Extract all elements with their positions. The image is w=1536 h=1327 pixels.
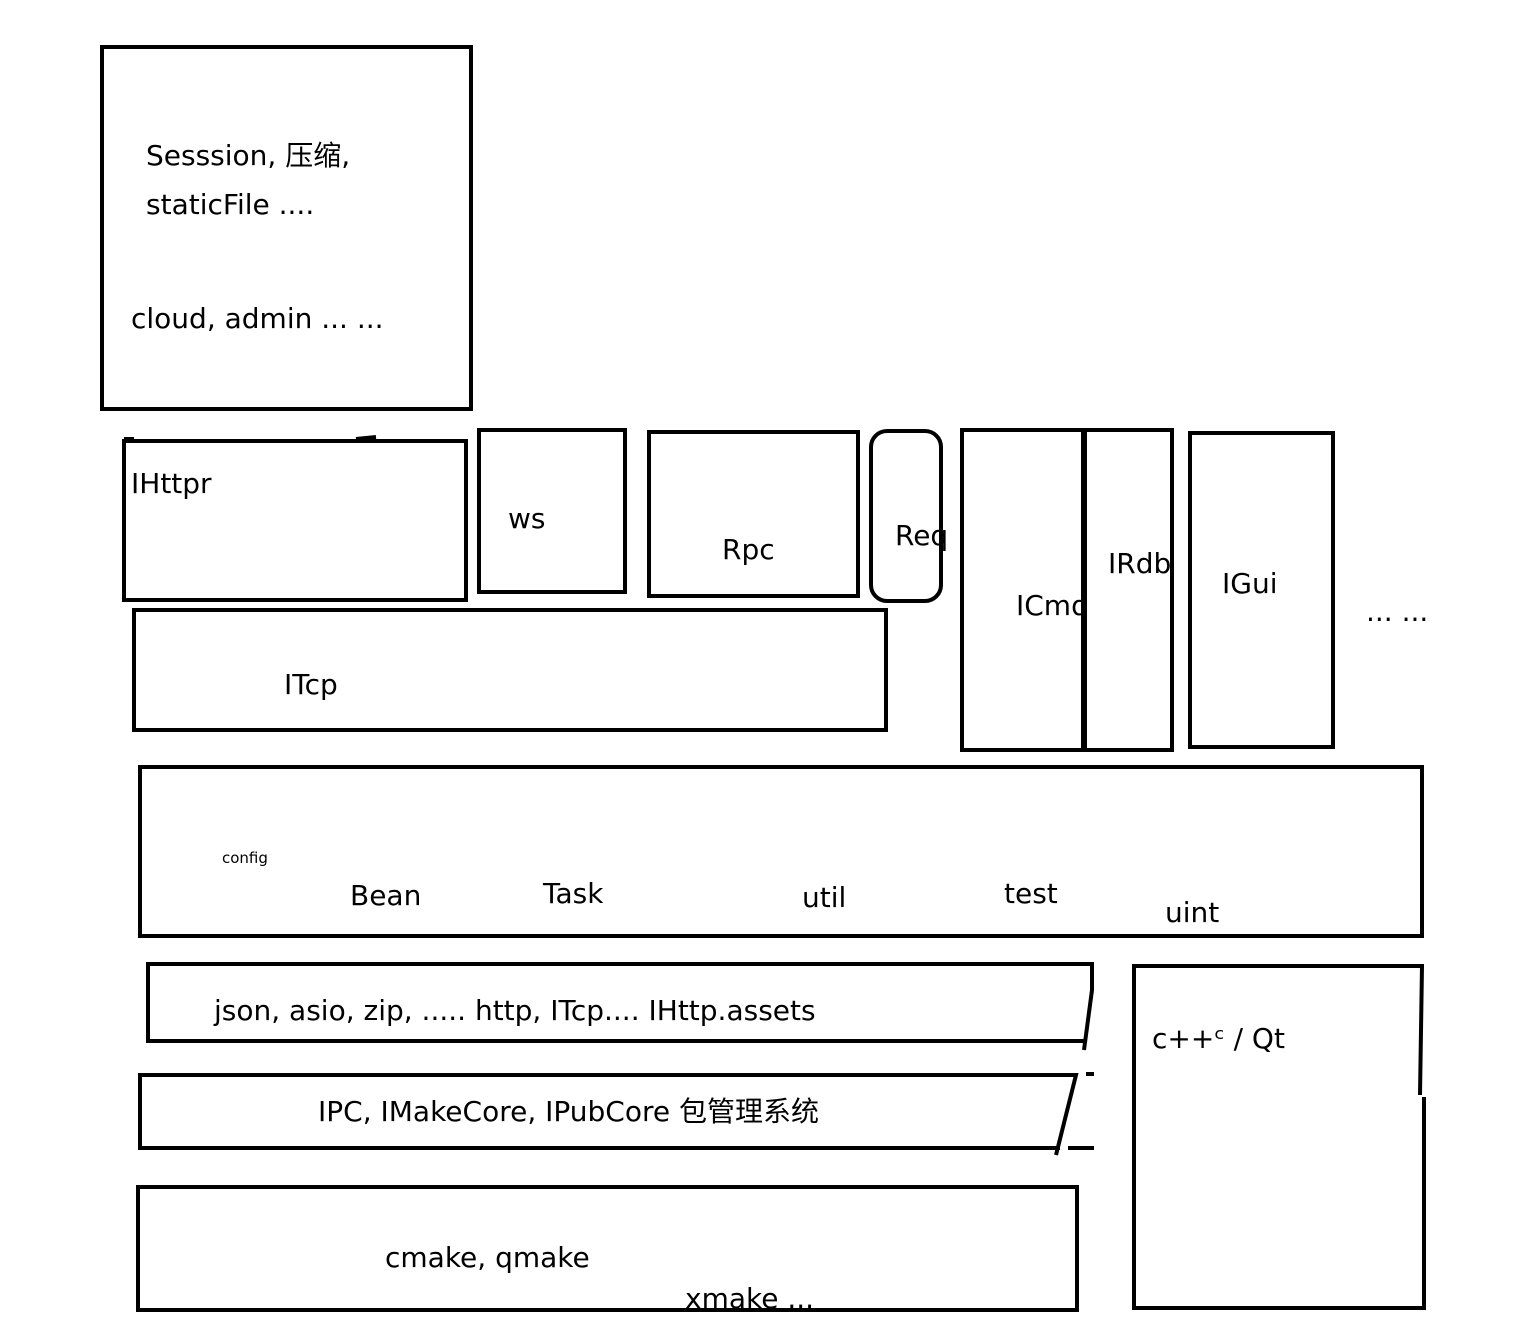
rpc-label: Rpc: [722, 533, 775, 566]
icmd-label: ICmd: [1016, 589, 1089, 622]
infra-box-outline: [138, 1073, 1079, 1156]
core-box: [138, 765, 1424, 938]
static-file-label: staticFile ....: [146, 188, 315, 221]
lang-label: c++ᶜ / Qt: [1152, 1022, 1285, 1055]
lang-box-outline: [1132, 964, 1426, 1310]
more-modules-label: ... ...: [1366, 595, 1429, 628]
bean-label: Bean: [350, 879, 422, 912]
igui-label: IGui: [1222, 567, 1278, 600]
igui-box: [1188, 431, 1335, 749]
ihttpr-label: IHttpr: [131, 467, 212, 500]
session-compress-label: Sesssion, 压缩,: [146, 139, 351, 172]
ws-box: [477, 428, 627, 594]
req-label: Req: [895, 519, 949, 552]
irdb-box: [1081, 428, 1174, 752]
build-xmake-label: xmake ...: [685, 1282, 815, 1315]
ihttpr-box: [122, 439, 468, 602]
req-box: [869, 429, 943, 603]
infra-label: IPC, IMakeCore, IPubCore 包管理系统: [318, 1095, 819, 1128]
build-box-outline: [136, 1185, 1079, 1312]
irdb-label: IRdb: [1108, 547, 1172, 580]
libs-box-outline: [146, 962, 1094, 1051]
rpc-box: [647, 430, 860, 598]
test-label: test: [1004, 877, 1058, 910]
stray-stroke-right: [355, 435, 377, 441]
icmd-box: [960, 428, 1087, 752]
cloud-admin-label: cloud, admin ... ...: [131, 302, 384, 335]
ws-label: ws: [508, 502, 546, 535]
itcp-label: ITcp: [284, 668, 338, 701]
build-cmake-label: cmake, qmake: [385, 1241, 590, 1274]
config-label: config: [222, 849, 268, 867]
libs-label: json, asio, zip, ..... http, ITcp.... IH…: [214, 994, 816, 1027]
itcp-box: [132, 608, 888, 732]
util-label: util: [802, 881, 847, 914]
uint-label: uint: [1165, 896, 1220, 929]
top-extensions-box: [100, 45, 473, 411]
task-label: Task: [543, 877, 604, 910]
